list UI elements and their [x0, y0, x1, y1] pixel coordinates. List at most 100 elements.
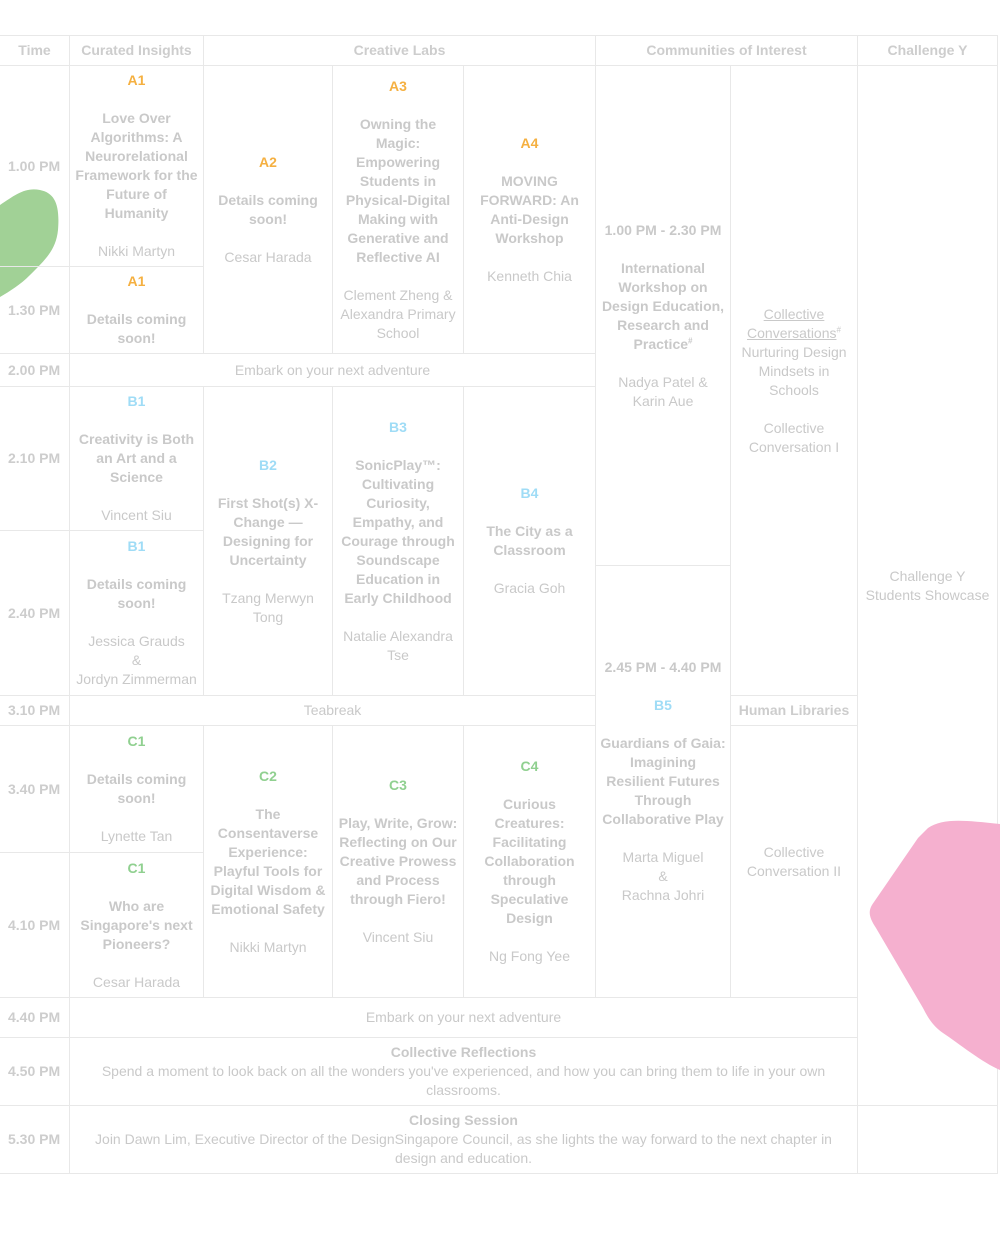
- time-slot: 2.00 PM: [0, 353, 70, 387]
- session-speaker: Tzang Merwyn Tong: [222, 589, 314, 625]
- session-speaker: Natalie Alexandra Tse: [343, 627, 453, 663]
- time-slot: 1.00 PM: [0, 65, 70, 267]
- session-code: B1: [127, 393, 146, 409]
- session-code: A2: [259, 153, 277, 170]
- session-a2[interactable]: A2 Details coming soon! Cesar Harada: [203, 65, 333, 354]
- time-slot: 3.40 PM: [0, 725, 70, 853]
- session-time: 2.45 PM - 4.40 PM: [604, 659, 722, 675]
- session-code: C1: [127, 859, 146, 876]
- session-collective-conversation-2[interactable]: Collective Conversation II: [730, 725, 858, 998]
- session-code: B4: [520, 485, 539, 501]
- session-title: SonicPlay™: Cultivating Curiosity, Empat…: [341, 456, 455, 606]
- session-speaker: Jessica Grauds: [88, 633, 185, 649]
- session-speaker: Marta Miguel: [622, 849, 704, 865]
- session-code: C4: [520, 758, 539, 774]
- header-communities: Communities of Interest: [595, 35, 858, 66]
- footnote-mark: #: [688, 335, 693, 345]
- session-c3[interactable]: C3 Play, Write, Grow: Reflecting on Our …: [332, 725, 464, 998]
- ampersand: &: [131, 652, 142, 668]
- pink-blob-decoration: [869, 820, 1000, 1070]
- session-c4[interactable]: C4 Curious Creatures: Facilitating Colla…: [463, 725, 596, 998]
- session-speaker: Nikki Martyn: [229, 938, 307, 955]
- time-slot: 5.30 PM: [0, 1105, 70, 1174]
- session-title: Details coming soon!: [86, 771, 187, 806]
- session-code: C2: [259, 767, 277, 784]
- session-title: Who are Singapore's next Pioneers?: [80, 897, 193, 952]
- session-title: Creativity is Both an Art and a Science: [78, 431, 195, 485]
- session-international-workshop[interactable]: 1.00 PM - 2.30 PM International Workshop…: [595, 65, 731, 566]
- session-title: The Consentaverse Experience: Playful To…: [210, 805, 326, 917]
- session-speaker: Nadya Patel & Karin Aue: [618, 373, 708, 409]
- footnote-mark: #: [836, 324, 841, 334]
- collective-reflections: Collective Reflections Spend a moment to…: [69, 1037, 858, 1106]
- session-time: 1.00 PM - 2.30 PM: [604, 221, 722, 238]
- session-title: Guardians of Gaia: Imagining Resilient F…: [600, 735, 726, 827]
- closing-session: Closing Session Join Dawn Lim, Executive…: [69, 1105, 858, 1174]
- session-speaker: Kenneth Chia: [487, 267, 572, 284]
- session-title: Details coming soon!: [86, 311, 187, 346]
- collective-conversations-link[interactable]: Collective Conversations: [747, 305, 837, 341]
- session-speaker: Vincent Siu: [101, 507, 172, 523]
- closing-text: Join Dawn Lim, Executive Director of the…: [95, 1131, 832, 1166]
- session-b4[interactable]: B4 The City as a Classroom Gracia Goh: [463, 386, 596, 696]
- session-b1[interactable]: B1 Creativity is Both an Art and a Scien…: [69, 386, 204, 531]
- human-libraries-header: Human Libraries: [730, 695, 858, 726]
- session-title: Love Over Algorithms: A Neurorelational …: [75, 110, 198, 221]
- session-b2[interactable]: B2 First Shot(s) X-Change — Designing fo…: [203, 386, 333, 696]
- time-slot: 4.40 PM: [0, 997, 70, 1038]
- session-title: Curious Creatures: Facilitating Collabor…: [484, 796, 575, 926]
- ampersand: &: [658, 868, 668, 884]
- session-code: A3: [389, 77, 407, 94]
- session-title: Details coming soon!: [218, 191, 318, 227]
- session-title: Play, Write, Grow: Reflecting on Our Cre…: [338, 815, 458, 907]
- session-title: Owning the Magic: Empowering Students in…: [345, 115, 451, 265]
- session-c2[interactable]: C2 The Consentaverse Experience: Playful…: [203, 725, 333, 998]
- session-speaker: Clement Zheng & Alexandra Primary School: [340, 286, 456, 341]
- session-a3[interactable]: A3 Owning the Magic: Empowering Students…: [332, 65, 464, 354]
- session-code: B2: [259, 456, 277, 473]
- reflections-title: Collective Reflections: [390, 1044, 537, 1060]
- session-title: The City as a Classroom: [486, 523, 573, 558]
- closing-title: Closing Session: [409, 1112, 518, 1128]
- header-time: Time: [0, 35, 70, 66]
- session-speaker: Cesar Harada: [224, 248, 312, 265]
- session-speaker: Jordyn Zimmerman: [76, 671, 197, 687]
- session-title: Details coming soon!: [86, 576, 187, 611]
- session-title: MOVING FORWARD: An Anti-Design Workshop: [480, 172, 579, 246]
- session-code: A4: [520, 134, 539, 151]
- empty-cell: [857, 1105, 998, 1174]
- session-b1-second[interactable]: B1 Details coming soon! Jessica Grauds &…: [69, 530, 204, 696]
- session-speaker: Gracia Goh: [493, 580, 566, 596]
- break-embark: Embark on your next adventure: [69, 353, 596, 387]
- session-speaker: Nikki Martyn: [97, 243, 175, 259]
- time-slot: 1.30 PM: [0, 266, 70, 354]
- session-a4[interactable]: A4 MOVING FORWARD: An Anti-Design Worksh…: [463, 65, 596, 354]
- header-curated-insights: Curated Insights: [69, 35, 204, 66]
- green-blob-decoration: [0, 189, 59, 297]
- session-speaker: Rachna Johri: [621, 887, 705, 903]
- session-speaker: Vincent Siu: [362, 929, 434, 945]
- time-slot: 4.10 PM: [0, 852, 70, 998]
- session-code: A1: [127, 273, 146, 289]
- session-c1-second[interactable]: C1 Who are Singapore's next Pioneers? Ce…: [69, 852, 204, 998]
- reflections-text: Spend a moment to look back on all the w…: [101, 1063, 826, 1098]
- session-description: Nurturing Design Mindsets in Schools: [741, 343, 847, 398]
- break-embark-2: Embark on your next adventure: [69, 997, 858, 1038]
- session-code: C1: [127, 733, 146, 749]
- session-a1[interactable]: A1 Love Over Algorithms: A Neurorelation…: [69, 65, 204, 267]
- session-subtitle: Collective Conversation I: [748, 419, 840, 455]
- session-code: B1: [127, 538, 146, 554]
- session-code: B5: [654, 697, 672, 713]
- session-a1-second[interactable]: A1 Details coming soon!: [69, 266, 204, 354]
- session-b3[interactable]: B3 SonicPlay™: Cultivating Curiosity, Em…: [332, 386, 464, 696]
- header-creative-labs: Creative Labs: [203, 35, 596, 66]
- time-slot: 3.10 PM: [0, 695, 70, 726]
- break-teabreak: Teabreak: [69, 695, 596, 726]
- session-title: International Workshop on Design Educati…: [601, 259, 725, 352]
- header-challenge-y: Challenge Y: [857, 35, 998, 66]
- session-speaker: Lynette Tan: [100, 828, 173, 844]
- session-b5[interactable]: 2.45 PM - 4.40 PM B5 Guardians of Gaia: …: [595, 565, 731, 998]
- session-code: A1: [127, 72, 146, 88]
- session-c1[interactable]: C1 Details coming soon! Lynette Tan: [69, 725, 204, 853]
- session-title: First Shot(s) X-Change — Designing for U…: [217, 494, 319, 568]
